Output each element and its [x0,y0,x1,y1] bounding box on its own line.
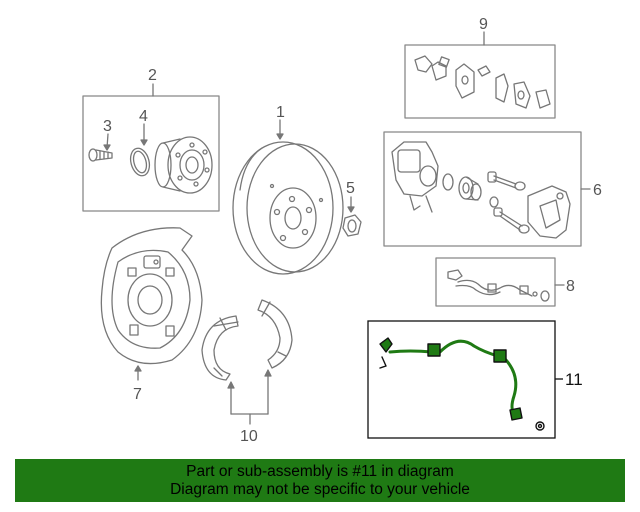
callout-1: 1 [276,104,285,121]
banner-line-1: Part or sub-assembly is #11 in diagram [186,462,454,480]
abs-sensor-group[interactable] [367,320,563,439]
callout-2: 2 [148,67,157,84]
hub-bolt-icon [88,133,113,162]
abs-sensor-wire-icon [379,337,545,431]
callout-7: 7 [133,386,142,403]
parking-shoes-icon[interactable] [201,299,293,425]
hub-o-ring-icon [129,123,151,177]
brake-hose-group[interactable] [435,257,565,307]
callout-11: 11 [565,370,583,389]
banner-line-2: Diagram may not be specific to your vehi… [170,480,470,498]
hub-bearing-icon [154,136,213,194]
hub-assembly-group[interactable] [82,83,220,212]
part-info-banner: Part or sub-assembly is #11 in diagram D… [15,459,625,502]
callout-9: 9 [479,16,488,33]
callout-10: 10 [240,428,258,445]
caliper-group[interactable] [383,131,591,247]
pad-set-group[interactable] [404,31,556,119]
callout-4: 4 [139,108,148,125]
hub-nut-icon[interactable] [342,196,362,237]
backing-plate-icon[interactable] [100,227,203,381]
callout-6: 6 [593,182,602,199]
callout-3: 3 [103,118,112,135]
callout-5: 5 [346,180,355,197]
callout-8: 8 [566,278,575,295]
brake-rotor-icon[interactable] [232,119,344,275]
